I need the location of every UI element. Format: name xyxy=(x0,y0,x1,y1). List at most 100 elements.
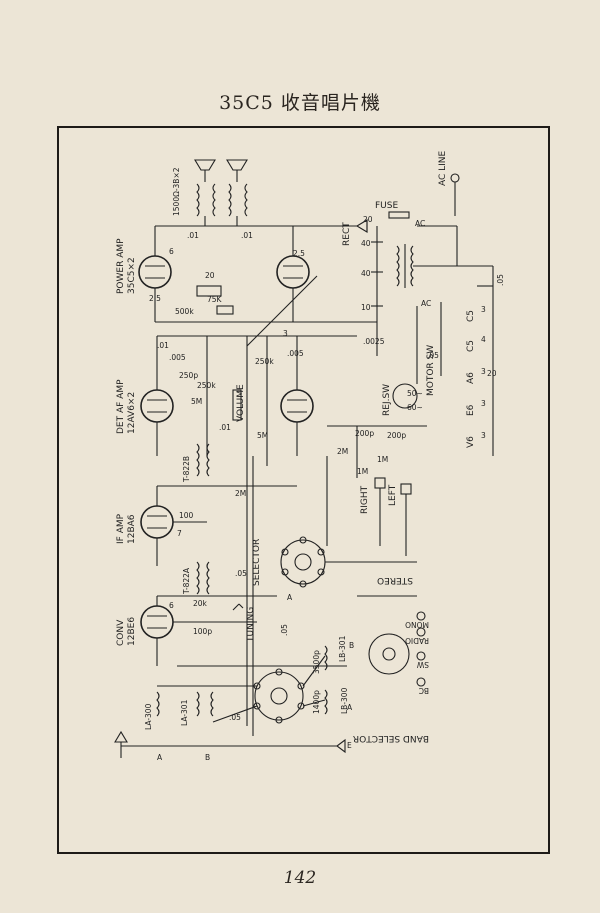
antenna-terminal xyxy=(114,730,128,758)
terminal-b: B xyxy=(205,753,210,762)
selector-a: A xyxy=(287,593,293,602)
output-transformer xyxy=(196,183,248,217)
cap-05-tuning: .05 xyxy=(280,624,289,636)
res-2m-if: 2M xyxy=(235,489,246,498)
cap-01-det: .01 xyxy=(157,341,169,350)
power-amp-tube-right xyxy=(276,255,310,289)
res-2m: 2M xyxy=(337,447,348,456)
lamp-c5b-label: C5 xyxy=(466,340,476,352)
phono-inputs xyxy=(327,425,427,556)
conv-type: 12BE6 xyxy=(127,617,137,646)
det-af-label: DET AF AMP xyxy=(116,379,126,434)
cap-40: 40 xyxy=(361,239,371,248)
cap-10: 10 xyxy=(361,303,371,312)
pin-label-6: 6 xyxy=(169,247,174,256)
res-500k: 500k xyxy=(175,307,194,316)
cap-0025: .0025 xyxy=(363,337,385,346)
cap-250p: 250p xyxy=(179,371,198,380)
band-b: B xyxy=(349,641,354,650)
det-af-tube-right xyxy=(280,389,314,423)
right-input-label: RIGHT xyxy=(360,485,370,514)
lamp-c5-val: 3 xyxy=(481,305,486,314)
ift1-label: T-822B xyxy=(182,456,191,483)
speaker-right xyxy=(226,159,248,182)
page-number: 142 xyxy=(283,868,317,888)
res-1m-b: 1M xyxy=(357,467,368,476)
filter-caps xyxy=(371,226,383,356)
cap-05-conv: .05 xyxy=(235,569,247,578)
res-100: 100 xyxy=(179,511,194,520)
selector-switch xyxy=(280,536,326,588)
cap-200p-b: 200p xyxy=(387,431,406,440)
cap-20: 20 xyxy=(205,271,215,280)
function-switch xyxy=(325,561,426,687)
bus-wires xyxy=(177,336,347,736)
conv-wiring xyxy=(156,595,277,666)
cap-20b: 20 xyxy=(363,215,373,224)
cap-01-top2: .01 xyxy=(241,231,253,240)
res-20k: 20k xyxy=(193,599,208,608)
osc-label: LB-300 xyxy=(340,687,349,714)
speaker-left xyxy=(194,159,216,182)
sw-label: SW xyxy=(416,660,429,669)
if-amp-type: 12BA6 xyxy=(127,514,137,544)
pin-6-conv: 6 xyxy=(169,601,174,610)
ac-plug xyxy=(450,173,460,216)
lamp-a6-label: A6 xyxy=(466,372,476,384)
cap-100p: 100p xyxy=(193,627,212,636)
mono-label: MONO xyxy=(405,620,429,629)
fuse-label: FUSE xyxy=(375,201,398,211)
power-amp-tube-left xyxy=(138,255,172,289)
cap-05-motor: .05 xyxy=(427,351,439,360)
ac-line-label: AC LINE xyxy=(438,150,448,186)
ift2-label: T-822A xyxy=(182,567,191,595)
cap-01-vol: .01 xyxy=(219,423,231,432)
pin-7: 7 xyxy=(177,529,182,538)
det-af-tube-left xyxy=(140,389,174,423)
motor-50-label: 50~ xyxy=(407,389,423,398)
ant1-label: LA-300 xyxy=(144,703,153,730)
motor-60-label: 60~ xyxy=(407,403,423,412)
tuning-label: TUNING xyxy=(246,607,256,643)
conv-tube xyxy=(140,605,174,639)
res-5m-b: 5M xyxy=(257,431,268,440)
ac-label-motor: AC xyxy=(421,299,431,308)
lamp-20: 20 xyxy=(487,369,497,378)
res-1m: 1M xyxy=(377,455,388,464)
speaker-transformer-label: 1500Ω-3B×2 xyxy=(172,167,181,216)
band-selector-label: BAND SELECTOR xyxy=(353,733,429,743)
cap-005-det: .005 xyxy=(169,353,186,362)
res-250k-b: 250k xyxy=(255,357,274,366)
terminal-e: E xyxy=(347,741,352,750)
fuse xyxy=(388,211,410,219)
osc2-label: LB-301 xyxy=(338,635,347,662)
pin-label-2-5b: 2.5 xyxy=(293,249,305,258)
if-amp-tube xyxy=(140,505,174,539)
cap-005b: .005 xyxy=(287,349,304,358)
res-5m: 5M xyxy=(191,397,202,406)
dial-lamp-chain xyxy=(477,266,494,456)
power-amp-wiring xyxy=(154,216,377,347)
power-amp-type: 35C5×2 xyxy=(127,257,137,294)
lamp-v6-val: 3 xyxy=(481,431,486,440)
radio-label: RADIO xyxy=(405,636,429,645)
cap-05-ant: .05 xyxy=(229,713,241,722)
lamp-v6-label: V6 xyxy=(466,436,476,448)
lamp-c5-label: C5 xyxy=(466,310,476,322)
power-transformer xyxy=(396,225,493,288)
antenna-coils xyxy=(156,685,258,723)
terminal-a: A xyxy=(157,753,163,762)
oscillator-coils xyxy=(302,645,328,715)
band-selector-switch xyxy=(253,668,305,724)
lamp-e6-label: E6 xyxy=(466,404,476,416)
page-title: 35C5 收音唱片機 xyxy=(219,92,381,114)
motor xyxy=(392,302,442,409)
lamp-c5b-val: 4 xyxy=(481,335,486,344)
bc-label: BC xyxy=(419,686,429,695)
rectifier xyxy=(355,219,368,233)
stereo-label: STEREO xyxy=(377,575,413,585)
cap-200p: 200p xyxy=(355,429,374,438)
schematic-frame xyxy=(57,126,550,854)
cap-01-top: .01 xyxy=(187,231,199,240)
